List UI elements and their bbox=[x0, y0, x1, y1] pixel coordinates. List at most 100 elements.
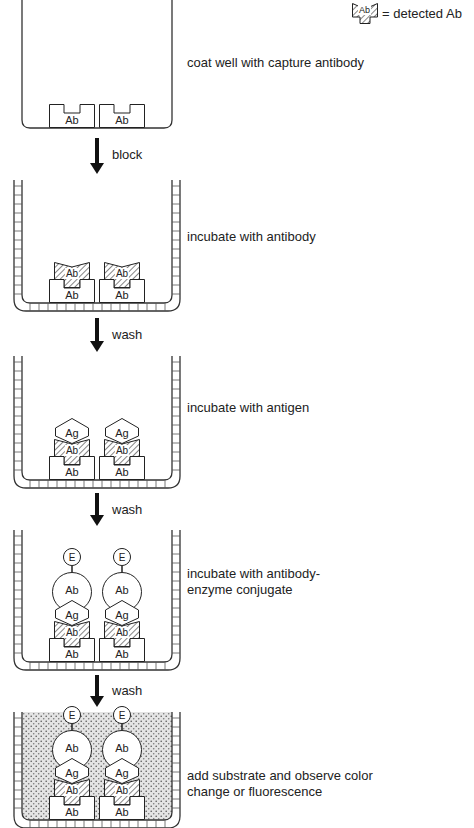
node-label: Ab bbox=[115, 806, 128, 818]
wall-tick bbox=[30, 303, 31, 311]
wall-tick bbox=[66, 662, 67, 670]
wall-tick bbox=[93, 480, 94, 488]
wall-tick bbox=[156, 480, 157, 488]
wall-tick bbox=[111, 662, 112, 670]
wall-tick bbox=[165, 303, 166, 311]
node-label: Ab bbox=[115, 785, 129, 796]
wall-tick bbox=[14, 213, 22, 214]
step-description: coat well with capture antibody bbox=[187, 55, 364, 71]
wall-tick bbox=[138, 662, 139, 670]
wall-tick bbox=[14, 204, 22, 205]
wall-tick bbox=[75, 303, 76, 311]
wall-tick bbox=[172, 461, 180, 462]
wall-tick bbox=[14, 461, 22, 462]
wall-tick bbox=[14, 416, 22, 417]
well-wall-outer bbox=[14, 356, 180, 488]
well-wall-outer bbox=[14, 530, 180, 670]
wall-tick bbox=[14, 554, 22, 555]
enzyme: E bbox=[113, 706, 131, 724]
wall-tick bbox=[172, 617, 180, 618]
node-label: Ab bbox=[65, 268, 79, 279]
capture-antibody: Ab bbox=[49, 796, 95, 820]
wall-tick bbox=[84, 662, 85, 670]
capture-antibody: Ab bbox=[99, 796, 145, 820]
linker-line bbox=[72, 724, 73, 730]
wall-tick bbox=[156, 820, 157, 828]
step-description: incubate with antigen bbox=[187, 400, 309, 416]
wall-tick bbox=[120, 662, 121, 670]
well-wall bbox=[22, 180, 172, 303]
wall-tick bbox=[102, 303, 103, 311]
wall-tick bbox=[48, 662, 49, 670]
node-label: Ab bbox=[115, 445, 129, 456]
wall-tick bbox=[14, 644, 22, 645]
wall-tick bbox=[111, 820, 112, 828]
wall-tick bbox=[111, 480, 112, 488]
wall-tick bbox=[30, 820, 31, 828]
wall-tick bbox=[14, 240, 22, 241]
wall-tick bbox=[165, 480, 166, 488]
node-label: Ab bbox=[115, 268, 129, 279]
wall-tick bbox=[172, 407, 180, 408]
wall-tick bbox=[138, 820, 139, 828]
antigen: Ag bbox=[55, 600, 89, 626]
wall-tick bbox=[172, 599, 180, 600]
wall-tick bbox=[172, 398, 180, 399]
step-arrow bbox=[90, 318, 104, 352]
wall-tick bbox=[48, 303, 49, 311]
wall-tick bbox=[14, 590, 22, 591]
wall-tick bbox=[14, 617, 22, 618]
wall-tick bbox=[14, 635, 22, 636]
linker-line bbox=[72, 566, 73, 572]
wall-tick bbox=[39, 820, 40, 828]
node-label: Ab bbox=[65, 584, 78, 596]
wall-tick bbox=[138, 303, 139, 311]
wall-tick bbox=[120, 480, 121, 488]
node-label: Ab bbox=[115, 742, 128, 754]
wall-tick bbox=[172, 258, 180, 259]
step-description: incubate with antibody bbox=[187, 229, 316, 245]
well-wall bbox=[22, 356, 172, 480]
wall-tick bbox=[138, 480, 139, 488]
wall-tick bbox=[172, 727, 180, 728]
wall-tick bbox=[48, 480, 49, 488]
wall-tick bbox=[14, 470, 22, 471]
well bbox=[14, 530, 180, 670]
wall-tick bbox=[172, 285, 180, 286]
wall-tick bbox=[84, 820, 85, 828]
wall-tick bbox=[14, 231, 22, 232]
wall-tick bbox=[172, 772, 180, 773]
antigen: Ag bbox=[105, 600, 139, 626]
wall-tick bbox=[172, 186, 180, 187]
wall-tick bbox=[129, 662, 130, 670]
node-label: Ab bbox=[65, 785, 79, 796]
wall-tick bbox=[14, 736, 22, 737]
node-label: E bbox=[69, 710, 76, 721]
wall-tick bbox=[172, 267, 180, 268]
legend-swatch-label: Ab bbox=[358, 5, 371, 15]
wall-tick bbox=[165, 662, 166, 670]
wall-tick bbox=[14, 790, 22, 791]
node-label: Ag bbox=[65, 767, 78, 779]
wall-tick bbox=[172, 644, 180, 645]
wall-tick bbox=[14, 276, 22, 277]
step-label: block bbox=[112, 147, 142, 163]
wall-tick bbox=[172, 231, 180, 232]
wall-tick bbox=[172, 276, 180, 277]
wall-tick bbox=[14, 718, 22, 719]
wall-tick bbox=[39, 662, 40, 670]
node-label: Ag bbox=[115, 609, 128, 621]
wall-tick bbox=[129, 480, 130, 488]
well-wall bbox=[22, 530, 172, 662]
wall-tick bbox=[172, 195, 180, 196]
step-arrow bbox=[90, 138, 104, 174]
node-label: Ag bbox=[65, 427, 78, 439]
well-wall bbox=[22, 712, 172, 820]
wall-tick bbox=[102, 480, 103, 488]
wall-tick bbox=[14, 452, 22, 453]
linker-line bbox=[122, 566, 123, 572]
wall-tick bbox=[14, 285, 22, 286]
wall-tick bbox=[14, 754, 22, 755]
antigen: Ag bbox=[105, 418, 139, 444]
wall-tick bbox=[172, 754, 180, 755]
